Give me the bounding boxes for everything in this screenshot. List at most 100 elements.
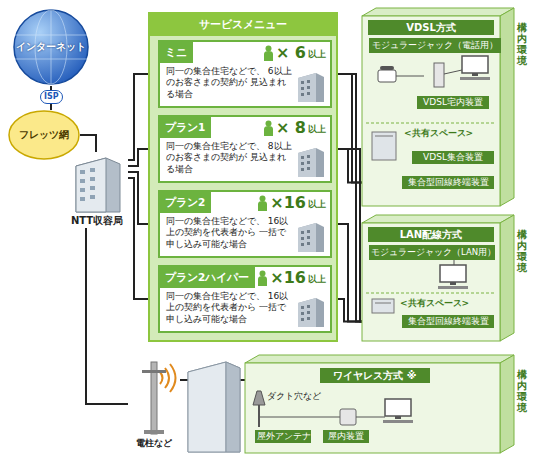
node-text: LAN配線方式 [368,227,494,242]
plan-box: プラン2ハイパー ×16以上同一の集合住宅などで、 16以上の契約を代表者から 一… [158,265,332,333]
plan-header-row: プラン2ハイパー ×16以上 [160,267,330,288]
device-label: VDSL集合装置 [412,151,494,164]
vdsl-panel: VDSL方式構内環境モジュラージャック（電話用）VDSL宅内装置VDSL集合装置… [362,8,532,208]
person-icon [260,195,266,201]
person-icon [265,120,271,126]
person-icon [264,51,273,61]
apartment-building [188,362,240,452]
node-text: 集合型回線終端装置 [404,176,492,189]
building-icon [298,223,324,252]
building-icon [298,73,316,102]
node-text: モジュラージャック（電話用） [371,38,499,53]
person-icon-wrap [257,270,270,286]
radio-waves [160,372,163,384]
building-icon [301,243,304,246]
building-icon [307,92,310,95]
plan-box: プラン2×16以上同一の集合住宅などで、 16以上の契約を代表者から 一括で申し… [158,190,332,258]
panel-box [444,70,462,74]
pc-icon [472,73,478,76]
connector [86,228,128,404]
pc-icon [383,420,413,423]
office-building [76,158,120,212]
ntt-office: NTT収容局 [66,152,128,228]
area-label: <共有スペース> [404,127,473,140]
office-building [90,177,95,181]
building-icon [301,81,304,84]
person-icon [257,270,268,286]
area-label: <共有スペース> [400,297,469,310]
node-text: 屋外アンテナ [257,430,309,443]
node-text: フレッツ網 [19,128,69,142]
building-icon [296,145,326,177]
panel-box [362,215,514,223]
panel-box [253,391,265,405]
panel-box [245,355,514,363]
service-menu-panel: サービスメニューミニ× 6以上同一の集合住宅などで、 6以上のお客さまの契約が … [148,12,338,342]
node-text: 屋内装置 [325,430,367,443]
person-icon [263,120,274,136]
device-label: 屋内装置 [323,430,369,443]
plan-box: プラン1× 8以上同一の集合住宅などで、 8以上のお客さまの契約が 見込まれる場… [158,115,332,183]
node-text: 以上 [308,273,326,286]
panel-box [340,409,356,425]
building-icon [307,236,310,239]
apartment-building [188,362,226,452]
wireless-panel: ワイヤレス方式 ※構内環境屋外アンテナ屋内装置 [245,355,532,455]
building-icon [307,311,310,314]
pc-icon [395,416,401,419]
node-text: 電柱など [128,437,180,450]
office-building [80,168,95,201]
office-building [90,186,95,190]
panel-box [356,417,385,418]
radio-waves [170,364,176,392]
node-text: ワイヤレス方式 ※ [320,368,430,383]
pole-shape [142,370,166,373]
building-icon [296,220,326,252]
device-icon [372,299,394,313]
node-text: 構内環境 [517,229,527,273]
node-text: インターネット [16,40,86,54]
building-icon [307,86,310,89]
device-icon [375,136,393,137]
apartment-building [226,362,240,452]
building-icon [301,80,310,96]
internet-globe: インターネット [12,8,90,86]
node-text: 同一の集合住宅などで、 8以上のお客さまの契約が 見込まれる場合 [160,138,330,179]
connector [80,135,96,152]
panel-box [362,223,500,341]
panel-box [454,260,455,265]
pc-icon [438,265,468,289]
phone-icon [380,66,394,70]
plan-header-row: プラン2×16以上 [160,192,330,213]
lan-panel: LAN配線方式構内環境モジュラージャック（LAN用）集合型回線終端装置 [362,215,532,343]
pc-icon [460,56,490,80]
building-icon [301,230,310,246]
building-icon [301,306,304,309]
pc-icon [450,282,456,285]
building-icon [307,161,310,164]
pc-icon [440,265,466,282]
building-icon [301,87,304,90]
office-building [80,188,85,192]
panel-box [434,63,444,87]
panel-box [500,215,514,341]
building-icon [298,148,316,177]
person-icon [258,201,267,211]
pc-icon [438,286,468,289]
building-icon [301,305,310,321]
office-building [76,158,106,212]
node-text: 同一の集合住宅などで、 16以上の契約を代表者から 一括で申し込み可能な場合 [160,288,330,329]
person-icon-wrap [263,120,276,136]
node-text: 構内環境 [517,22,527,66]
node-text: ×16 [270,269,306,287]
device-icon [372,132,396,160]
panel-box [500,8,514,206]
node-text: ×16 [270,194,306,212]
building-icon [307,305,310,308]
building-icon [296,295,326,327]
note-label: ダクト穴など [267,391,321,403]
building-icon [307,80,310,83]
node-text: プラン2ハイパー [160,267,255,288]
node-text: プラン1 [160,117,211,138]
building-icon [298,73,324,102]
